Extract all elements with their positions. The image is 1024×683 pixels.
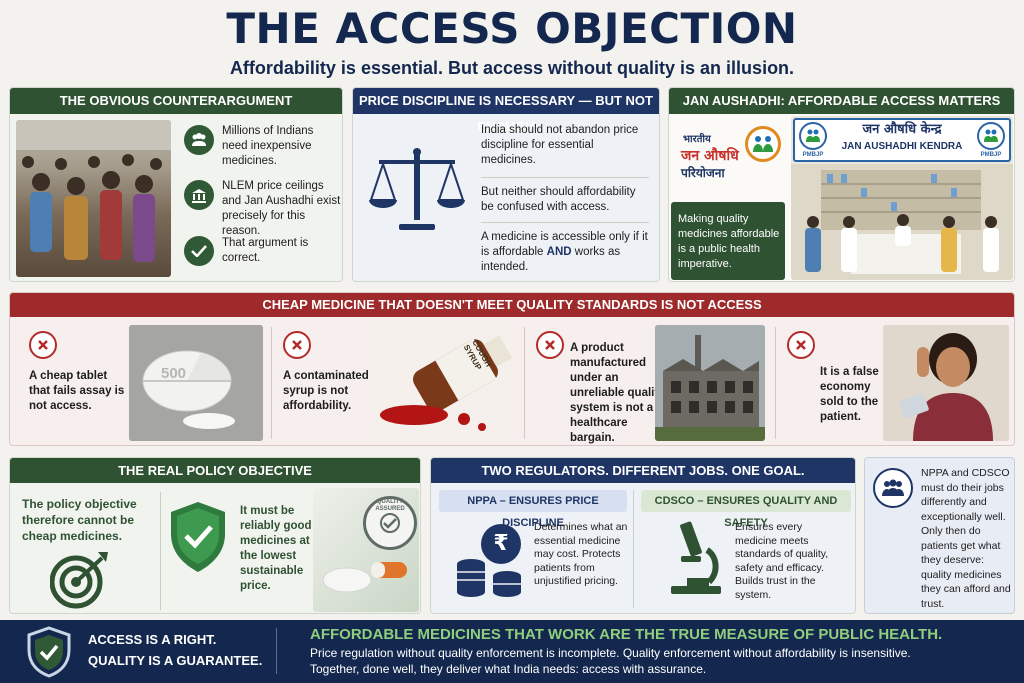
cheap-medicine-heading: CHEAP MEDICINE THAT DOESN'T MEET QUALITY… — [10, 293, 1014, 317]
footer-banner: ACCESS IS A RIGHT. QUALITY IS A GUARANTE… — [0, 620, 1024, 683]
logo-line-top: भारतीय — [683, 134, 711, 145]
price-p3-emphasis: AND — [546, 246, 572, 258]
price-discipline-heading: PRICE DISCIPLINE IS NECESSARY — BUT NOT … — [353, 88, 659, 134]
sign-emblem-left-icon — [799, 122, 827, 150]
microscope-icon — [671, 521, 721, 594]
footer-line-1: ACCESS IS A RIGHT. — [88, 632, 217, 647]
sign-hindi-text: जन औषधि केन्द्र — [862, 122, 942, 137]
x-icon-4 — [787, 331, 815, 359]
syrup-bottle-illustration — [380, 335, 513, 431]
sign-badge-right: PMBJP — [980, 152, 1002, 158]
nppa-label: NPPA – ENSURES PRICE DISCIPLINE — [439, 490, 627, 529]
price-p3-part-c: works as intended. — [481, 246, 621, 273]
cheap-item-1: A cheap tablet that fails assay is not a… — [29, 370, 125, 412]
target-icon — [50, 552, 108, 609]
patient-illustration — [883, 325, 1009, 441]
sidenote-text: NPPA and CDSCO must do their jobs differ… — [921, 467, 1011, 610]
regulators-heading: TWO REGULATORS. DIFFERENT JOBS. ONE GOAL… — [431, 458, 855, 483]
policy-divider — [160, 492, 161, 610]
sidenote-panel: NPPA and CDSCO must do their jobs differ… — [864, 457, 1015, 614]
kendra-signboard — [793, 118, 1011, 162]
scales-icon — [369, 148, 465, 230]
factory-photo — [655, 325, 765, 441]
people-icon — [184, 125, 214, 155]
jan-aushadhi-heading: JAN AUSHADHI: AFFORDABLE ACCESS MATTERS — [669, 88, 1014, 114]
counterargument-heading: THE OBVIOUS COUNTERARGUMENT — [10, 88, 342, 114]
counter-item-2: NLEM price ceilings and Jan Aushadhi exi… — [222, 180, 341, 237]
page-subtitle: Affordability is essential. But access w… — [229, 58, 795, 78]
price-paragraph-2: But neither should affordability be conf… — [481, 186, 636, 213]
quality-pills-photo: QUALITY ASSURED — [313, 488, 419, 612]
footer-body-2: Together, done well, they deliver what I… — [310, 662, 707, 676]
footer-shield-icon — [27, 626, 71, 678]
cheap-medicine-panel: CHEAP MEDICINE THAT DOESN'T MEET QUALITY… — [9, 292, 1015, 446]
sign-english-text: JAN AUSHADHI KENDRA — [841, 141, 963, 152]
price-discipline-panel: PRICE DISCIPLINE IS NECESSARY — BUT NOT … — [352, 87, 660, 282]
jan-aushadhi-panel: JAN AUSHADHI: AFFORDABLE ACCESS MATTERS … — [668, 87, 1015, 282]
x-icon-2 — [283, 331, 311, 359]
broken-tablet-illustration — [129, 325, 263, 441]
counter-item-3: That argument is correct. — [222, 237, 309, 264]
policy-objective-heading: THE REAL POLICY OBJECTIVE — [10, 458, 420, 483]
regulators-panel: TWO REGULATORS. DIFFERENT JOBS. ONE GOAL… — [430, 457, 856, 614]
regulators-divider — [633, 490, 634, 608]
footer-body-1: Price regulation without quality enforce… — [310, 646, 911, 660]
sign-badge-left: PMBJP — [802, 152, 824, 158]
sign-emblem-right-icon — [977, 122, 1005, 150]
counterargument-panel: THE OBVIOUS COUNTERARGUMENT Millions of … — [9, 87, 343, 282]
policy-objective-panel: THE REAL POLICY OBJECTIVE The policy obj… — [9, 457, 421, 614]
quality-seal-icon — [363, 496, 417, 550]
quality-seal-text: QUALITY ASSURED — [375, 499, 405, 512]
kendra-store-photo: PMBJP PMBJP जन औषधि केन्द्र JAN AUSHADHI… — [791, 116, 1013, 280]
price-divider-2 — [481, 222, 649, 223]
cdsco-label: CDSCO – ENSURES QUALITY AND SAFETY — [641, 490, 851, 529]
x-icon-3 — [536, 331, 564, 359]
jan-aushadhi-logo: भारतीय जन औषधि परियोजना — [679, 124, 787, 188]
factory-illustration — [655, 325, 765, 441]
cheap-divider-3 — [775, 327, 776, 439]
logo-emblem-icon — [745, 126, 781, 162]
cdsco-description: Ensures every medicine meets standards o… — [735, 521, 829, 601]
price-paragraph-1: India should not abandon price disciplin… — [481, 124, 639, 166]
price-divider-1 — [481, 177, 649, 178]
logo-line-bottom: परियोजना — [681, 166, 725, 180]
shield-check-icon — [171, 502, 225, 572]
crowd-illustration — [16, 120, 171, 262]
page-title: THE ACCESS OBJECTION — [226, 4, 798, 53]
store-interior-illustration — [791, 164, 1013, 280]
cheap-item-2: A contaminated syrup is not affordabilit… — [283, 370, 369, 412]
crowd-photo — [16, 120, 171, 277]
tablet-mark: 500 — [161, 365, 187, 382]
price-p3-part-a: A medicine is accessible only if it is a… — [481, 231, 648, 258]
x-icon-1 — [29, 331, 57, 359]
worried-patient-photo — [883, 325, 1009, 441]
footer-line-2: QUALITY IS A GUARANTEE. — [88, 653, 263, 668]
spilled-syrup-photo: COUGH SYRUP — [374, 323, 514, 441]
cheap-item-4: It is a false economy sold to the patien… — [820, 366, 879, 423]
cheap-item-3: A product manufactured under an unreliab… — [570, 342, 665, 444]
cheap-divider-1 — [271, 327, 272, 439]
pills-illustration — [322, 562, 407, 593]
jan-aushadhi-caption-box — [671, 202, 785, 280]
logo-line-mid: जन औषधि — [681, 148, 739, 164]
checkmark-icon — [184, 236, 214, 266]
policy-objective-left: The policy objective therefore cannot be… — [22, 497, 137, 543]
jan-aushadhi-caption: Making quality medicines affordable is a… — [678, 213, 780, 270]
footer-divider — [276, 628, 277, 674]
nppa-description: Determines what an essential medicine ma… — [534, 521, 628, 587]
rupee-icon: ₹ — [481, 524, 521, 564]
rupee-symbol: ₹ — [493, 531, 509, 556]
team-icon — [873, 468, 913, 508]
footer-headline: AFFORDABLE MEDICINES THAT WORK ARE THE T… — [310, 626, 943, 643]
counter-item-1: Millions of Indians need inexpensive med… — [222, 125, 314, 167]
coin-stacks-icon — [457, 559, 521, 597]
cheap-divider-2 — [524, 327, 525, 439]
policy-objective-right: It must be reliably good medicines at th… — [240, 505, 312, 592]
institution-icon — [184, 180, 214, 210]
broken-tablet-photo: 500 — [129, 325, 263, 441]
price-paragraph-3: A medicine is accessible only if it is a… — [481, 230, 656, 275]
